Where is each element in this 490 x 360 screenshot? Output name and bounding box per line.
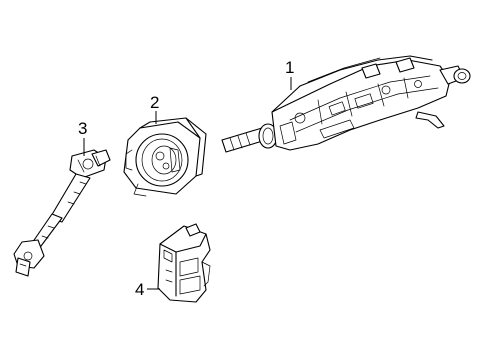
intermediate-shaft — [13, 149, 111, 277]
clock-spring — [123, 117, 207, 197]
callout-3: 3 — [78, 119, 87, 138]
callout-2: 2 — [150, 93, 159, 112]
steering-column — [221, 55, 471, 153]
callout-1: 1 — [285, 58, 294, 77]
callout-4: 4 — [135, 280, 144, 299]
ignition-lock-module — [157, 223, 211, 303]
